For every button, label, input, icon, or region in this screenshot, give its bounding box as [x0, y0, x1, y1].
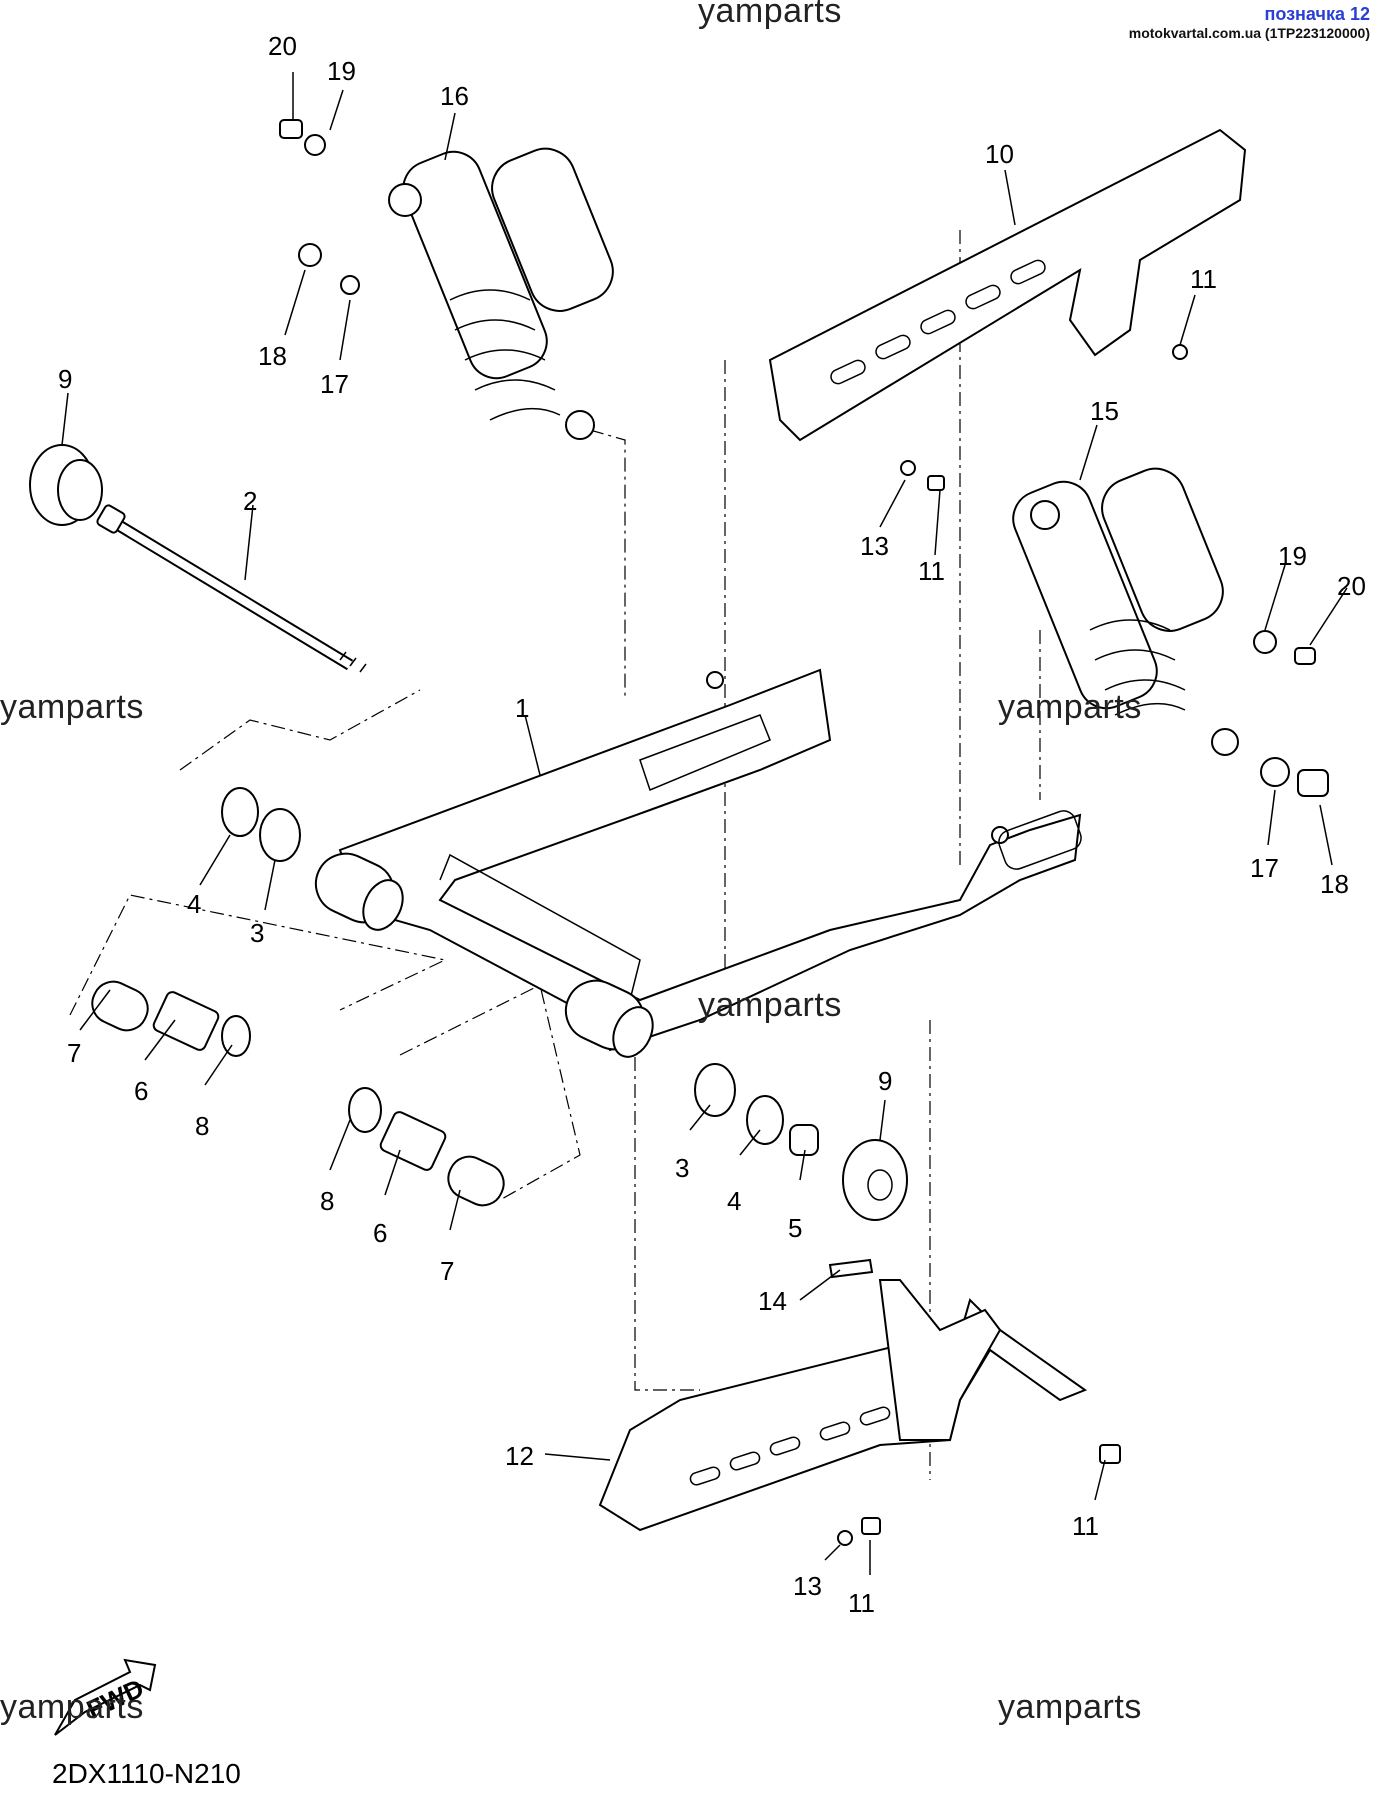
badge-title: позначка 12 — [1264, 4, 1370, 24]
callout-number: 9 — [878, 1066, 892, 1096]
cap-right[interactable] — [842, 1139, 908, 1221]
callout-number: 3 — [250, 918, 264, 948]
bushing-collar-right[interactable] — [556, 971, 660, 1063]
callout-number: 19 — [327, 56, 356, 86]
callout-number: 8 — [195, 1111, 209, 1141]
watermark: yamparts — [0, 688, 144, 726]
bearing-set-left[interactable] — [86, 787, 301, 1057]
callout-number: 4 — [187, 889, 201, 919]
callout-number: 11 — [848, 1588, 875, 1618]
callout-number: 6 — [373, 1218, 387, 1248]
watermark: yamparts — [698, 986, 842, 1024]
callout-number: 7 — [67, 1038, 81, 1068]
callout-number: 20 — [1337, 571, 1366, 601]
callout-number: 16 — [440, 81, 469, 111]
callout-number: 8 — [320, 1186, 334, 1216]
callout-number: 14 — [758, 1286, 787, 1316]
cap-left[interactable] — [29, 444, 103, 526]
callout-numbers: 20 19 16 10 11 18 17 9 2 15 13 11 19 20 … — [58, 31, 1366, 1618]
callout-number: 3 — [675, 1153, 689, 1183]
source-badge: позначка 12 motokvartal.com.ua (1TP22312… — [1129, 4, 1370, 41]
callout-number: 13 — [793, 1571, 822, 1601]
watermark: yamparts — [698, 0, 842, 30]
callout-number: 5 — [788, 1213, 802, 1243]
callout-number: 7 — [440, 1256, 454, 1286]
callout-number: 11 — [918, 556, 945, 586]
badge-source: motokvartal.com.ua (1TP223120000) — [1128, 24, 1370, 41]
callout-number: 19 — [1278, 541, 1307, 571]
rear-shock-left[interactable] — [279, 119, 622, 440]
diagram-reference-code: 2DX1110-N210 — [52, 1758, 241, 1789]
callout-number: 18 — [258, 341, 287, 371]
callout-number: 11 — [1072, 1511, 1099, 1541]
callout-number: 9 — [58, 364, 72, 394]
callout-number: 11 — [1190, 264, 1217, 294]
callout-number: 12 — [505, 1441, 534, 1471]
callout-number: 17 — [1250, 853, 1279, 883]
rear-shock-right[interactable] — [1005, 460, 1329, 797]
chain-guard-lower[interactable] — [598, 1258, 1121, 1546]
callout-number: 6 — [134, 1076, 148, 1106]
callout-number: 4 — [727, 1186, 741, 1216]
callout-number: 13 — [860, 531, 889, 561]
callout-leaders — [61, 72, 1348, 1575]
callout-number: 2 — [243, 486, 257, 516]
callout-number: 1 — [515, 693, 529, 723]
callout-number: 15 — [1090, 396, 1119, 426]
bearing-set-right[interactable] — [348, 1063, 819, 1212]
watermark: yamparts — [0, 1688, 144, 1726]
watermark: yamparts — [998, 688, 1142, 726]
callout-number: 10 — [985, 139, 1014, 169]
watermark: yamparts — [998, 1688, 1142, 1726]
callout-number: 18 — [1320, 869, 1349, 899]
bushing-collar-left[interactable] — [306, 844, 410, 936]
callout-number: 20 — [268, 31, 297, 61]
pivot-shaft[interactable] — [96, 504, 367, 673]
callout-number: 17 — [320, 369, 349, 399]
chain-case-upper[interactable] — [768, 128, 1247, 491]
